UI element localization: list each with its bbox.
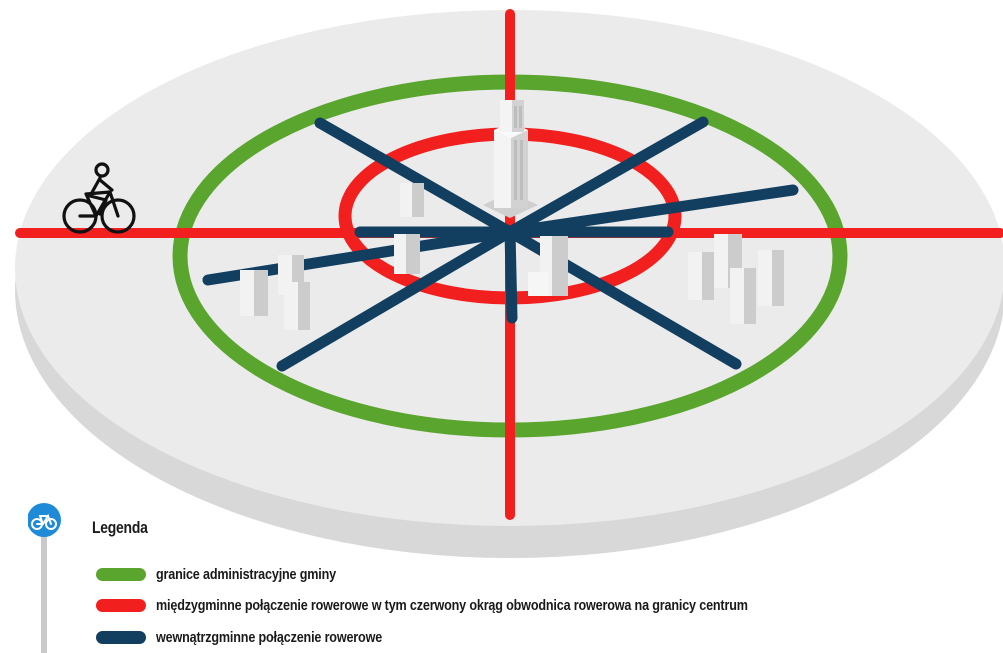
legend-label: granice administracyjne gminy: [156, 565, 336, 583]
legend-swatch-green: [96, 567, 146, 581]
cyclist-icon: [62, 162, 136, 234]
navy-spoke-east-long: [504, 184, 799, 238]
legend-swatch-navy: [96, 630, 146, 644]
apartment-building-icon: [240, 255, 310, 330]
legend-item-green: granice administracyjne gminy: [96, 563, 370, 585]
navy-spoke-ne: [504, 116, 709, 238]
navy-spoke-sw: [276, 226, 516, 372]
navy-spoke-south: [504, 226, 518, 324]
legend: Legenda granice administracyjne gminy mi…: [0, 500, 1003, 653]
legend-swatch-red: [96, 598, 146, 612]
bicycle-road-sign-icon: [28, 503, 61, 653]
legend-item-red: międzygminne połączenie rowerowe w tym c…: [96, 594, 860, 616]
factory-building-icon: [528, 236, 568, 296]
apartment-building-icon: [394, 183, 424, 274]
apartment-building-icon: [688, 234, 784, 324]
legend-label: wewnątrzgminne połączenie rowerowe: [156, 628, 383, 646]
legend-title: Legenda: [92, 518, 148, 537]
tower-building-icon: [483, 100, 538, 218]
legend-label: międzygminne połączenie rowerowe w tym c…: [156, 596, 748, 614]
navy-spoke-nw: [314, 117, 516, 238]
legend-item-navy: wewnątrzgminne połączenie rowerowe: [96, 626, 425, 648]
